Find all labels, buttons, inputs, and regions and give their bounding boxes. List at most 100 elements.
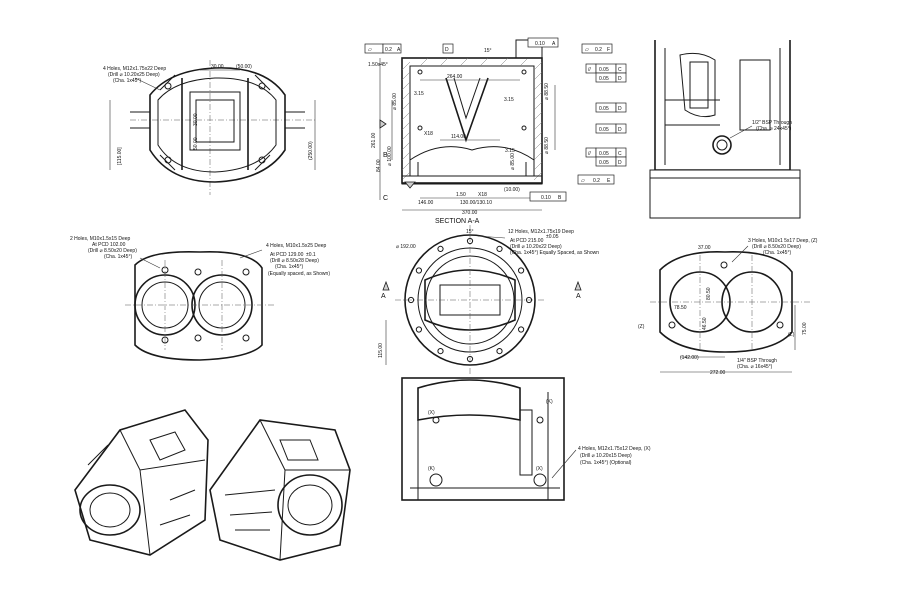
ml-note-b1: 4 Holes, M10x1.5x25 Deep	[266, 243, 327, 249]
ml-note-a2: At PCD 102.00	[92, 242, 126, 248]
section-fcf-right	[585, 63, 627, 167]
bottom-center-view	[401, 377, 577, 501]
sec-flat-bot-right-datum: E	[607, 178, 611, 184]
sec-flat-bot-right: 0.2	[593, 178, 600, 184]
sec-dim-88-top: ⌀ 88.50	[544, 83, 550, 100]
svg-text:D: D	[618, 76, 622, 82]
ml-note-b-tol: ±0.1	[306, 252, 316, 258]
mr-note-2: (Drill ⌀ 8.50x20 Deep)	[752, 244, 801, 250]
ml-note-b5: (Equally spaced, as Shown)	[268, 271, 330, 277]
sec-dim-370: 370.00	[462, 210, 478, 216]
svg-text://: //	[588, 67, 591, 73]
sec-dim-315-left: 3.15	[414, 91, 424, 97]
isometric-view-left	[74, 409, 209, 556]
svg-text:C: C	[618, 67, 622, 73]
top-left-view	[109, 60, 316, 195]
mr-dim-142: (142.00)	[680, 355, 699, 361]
svg-text:0.05: 0.05	[599, 127, 609, 133]
section-aa-view	[379, 39, 556, 211]
sec-dim-315-right: 3.15	[504, 97, 514, 103]
tl-note-line2: (Drill ⌀ 10.20x25 Deep)	[108, 72, 160, 78]
svg-text:⏥: ⏥	[581, 178, 585, 184]
ml-note-a1: 2 Holes, M10x1.5x15 Deep	[70, 236, 131, 242]
tl-note-line1: 4 Holes, M12x1.75x22 Deep	[103, 66, 166, 72]
svg-text:C: C	[618, 151, 622, 157]
mr-dim-37: 37.00	[698, 245, 711, 251]
mr-dim-46: 46.50	[702, 317, 708, 330]
svg-text:0.05: 0.05	[599, 106, 609, 112]
mc-note-tol: ±0.05	[546, 234, 559, 240]
ml-note-b4: (Cha. 1x45°)	[275, 264, 303, 270]
bc-note-2: (Drill ⌀ 10.20x15 Deep)	[580, 453, 632, 459]
tl-dim-top-a: 30.00	[211, 64, 224, 70]
svg-text:⏥: ⏥	[585, 47, 589, 53]
mc-note-1: 12 Holes, M12x1.75x19 Deep	[508, 229, 574, 235]
sec-datum-b: B	[383, 152, 388, 159]
sec-fcf-top-right-datum: A	[552, 41, 556, 47]
svg-text:0.05: 0.05	[599, 67, 609, 73]
mc-sec-a-right: A	[576, 293, 581, 300]
sec-fcf-top-right-val: 0.10	[535, 41, 545, 47]
tl-dim-right: (250.00)	[308, 141, 314, 160]
sec-dim-315-lower: 3.15	[505, 148, 515, 154]
svg-text:D: D	[618, 160, 622, 166]
mr-dim-75: 75.00	[802, 322, 808, 335]
tl-dim-left: [115.00]	[117, 147, 123, 165]
sec-dim-85-right: ⌀ 85.00	[510, 153, 516, 170]
bc-x-b: (X)	[536, 466, 543, 472]
sec-dim-264: 264.00	[447, 74, 463, 80]
sec-datum-c: C	[383, 195, 388, 202]
svg-text:D: D	[618, 127, 622, 133]
sec-dim-114: 114.00	[451, 134, 466, 140]
mr-dim-272: 272.00	[710, 370, 726, 376]
sec-dim-130: 130.00/130.10	[460, 200, 492, 206]
mc-note-4: (Cha. 1x45°) Equally Spaced, as Shown	[510, 250, 599, 256]
tl-dim-mid-b: 50.00	[193, 137, 199, 150]
sec-datum-a-top: A	[397, 47, 401, 53]
mid-center-view	[382, 225, 582, 375]
tr-note-line1: 1/2" BSP Through	[752, 120, 792, 126]
sec-flat-top-right-datum: F	[607, 47, 610, 53]
mr-dim-80: 80.50	[706, 287, 712, 300]
sec-dim-10: (10.00)	[504, 187, 520, 193]
ml-note-b2: At PCD 129.00	[270, 252, 304, 258]
sec-flat-top-right: 0.2	[595, 47, 602, 53]
svg-text:0.05: 0.05	[599, 76, 609, 82]
mr-bsp-2: (Cha. ⌀ 16x45°)	[737, 364, 773, 370]
ml-note-b3: (Drill ⌀ 8.50x28 Deep)	[270, 258, 319, 264]
mc-note-2: At PCD 215.00	[510, 238, 544, 244]
sec-dim-84: 84.00	[376, 159, 382, 172]
tl-note-line3: (Cha. 1x45°)	[113, 78, 141, 84]
bc-k-b: (K)	[428, 466, 435, 472]
svg-text:0.05: 0.05	[599, 151, 609, 157]
sec-dim-150: 1.50	[456, 192, 466, 198]
mid-left-view	[125, 249, 275, 361]
sec-dim-x18-a: X18	[424, 131, 433, 137]
mc-dim-115: 115.00	[378, 343, 384, 358]
svg-text:⏥: ⏥	[368, 47, 372, 53]
bc-note-1: 4 Holes, M12x1.75x12 Deep, (X)	[578, 446, 651, 452]
sec-angle-15: 15°	[484, 48, 492, 54]
bc-k-a: (K)	[546, 399, 553, 405]
svg-text:D: D	[618, 106, 622, 112]
mr-z-left: (Z)	[638, 324, 645, 330]
sec-dim-100: ⌀ 100.00	[387, 146, 393, 166]
tl-dim-top-b: (50.00)	[236, 64, 252, 70]
sec-dim-88-bot: ⌀ 88.50	[544, 137, 550, 154]
sec-datum-d: D	[445, 47, 449, 53]
sec-dim-261: 261.00	[371, 132, 377, 148]
sec-dim-85-left: ⌀ 85.00	[392, 93, 398, 110]
sec-chamfer: 1.50x45°	[368, 62, 388, 68]
sec-dim-x18-b: X18	[478, 192, 487, 198]
mr-bsp-1: 1/4" BSP Through	[737, 358, 777, 364]
mc-angle: 15°	[466, 229, 474, 235]
mid-right-view	[650, 245, 810, 373]
svg-text:0.05: 0.05	[599, 160, 609, 166]
bc-note-3: (Cha. 1x45°) (Optional)	[580, 460, 632, 466]
mr-note-1: 3 Holes, M10x1 5x17 Deep, (Z)	[748, 238, 818, 244]
mc-sec-a-left: A	[381, 293, 386, 300]
sec-fcf-bot-val: 0.10	[541, 195, 551, 201]
sec-dim-146: 146.00	[418, 200, 434, 206]
mc-note-3: (Drill ⌀ 10.20x22 Deep)	[510, 244, 562, 250]
